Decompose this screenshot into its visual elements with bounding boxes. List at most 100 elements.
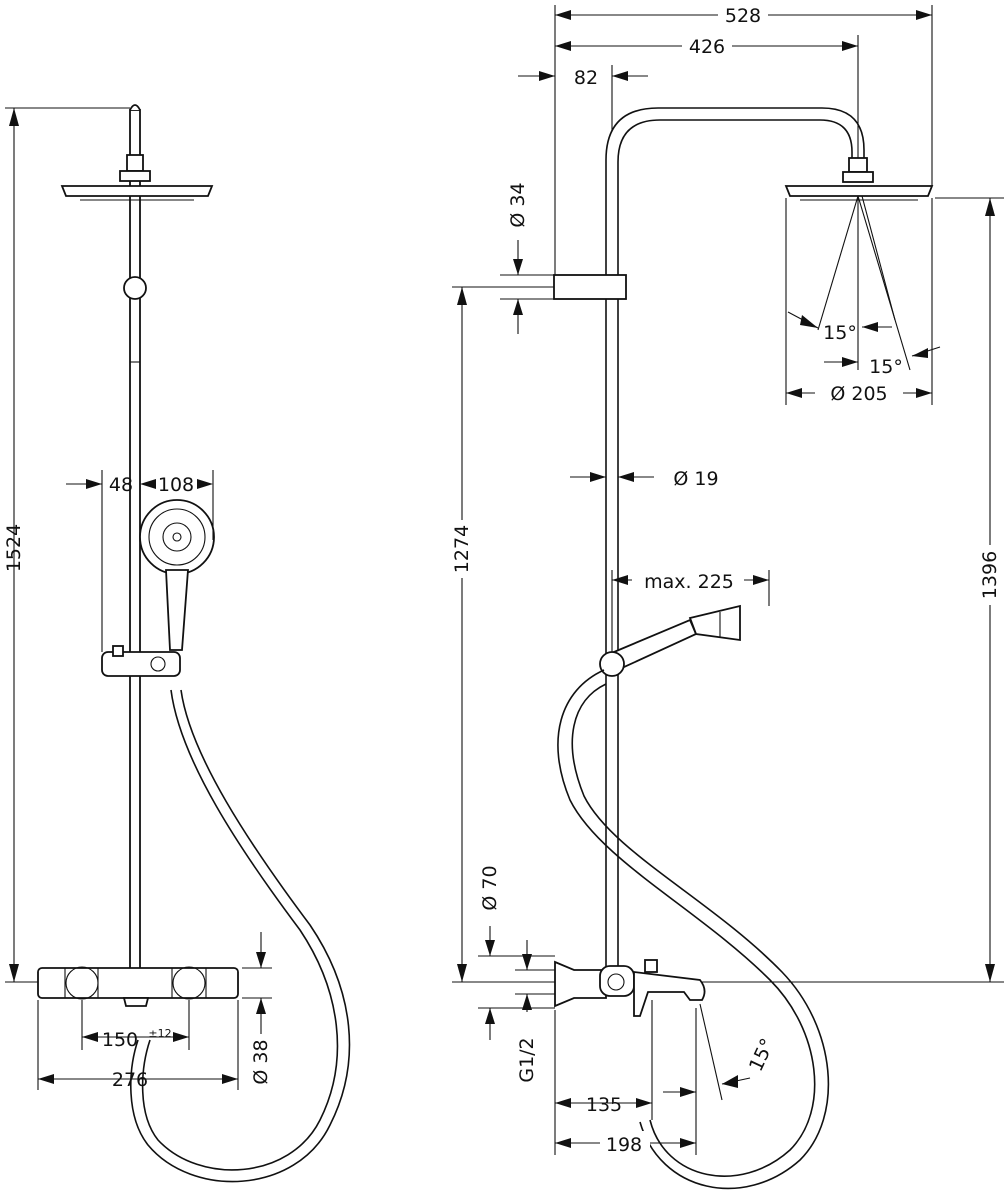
dim-48: 48 [109, 474, 133, 496]
side-hose-outer [557, 669, 816, 1177]
arrow-1274-bottom [457, 964, 467, 982]
dim-1396: 1396 [979, 551, 1001, 599]
holder-knob [150, 656, 166, 672]
diverter-knob [644, 959, 658, 973]
arrow-108-left [140, 479, 156, 489]
dim-426: 426 [689, 36, 725, 58]
dim-528: 528 [725, 5, 761, 27]
arrow-34-top [513, 259, 523, 275]
dim-1524: 1524 [3, 524, 25, 572]
dim-spout-angle: 15° [745, 1035, 779, 1075]
arrow-spout-angle [722, 1075, 738, 1088]
angle-15-right: 15° [869, 356, 903, 378]
arrow-276-left [38, 1074, 54, 1084]
hose-inner [130, 689, 351, 1183]
right-handle [172, 966, 206, 1000]
dim-70: Ø 70 [479, 865, 501, 910]
dim-150-tolerance: ±12 [148, 1027, 171, 1040]
arrow-1396-bottom [985, 964, 995, 982]
spout-angle-leader [721, 1077, 751, 1085]
spout [122, 997, 150, 1007]
head-nut [119, 170, 151, 182]
arrow-spout-tip [680, 1087, 696, 1097]
arrow-225-right [753, 575, 769, 585]
arrow-108-right [197, 479, 213, 489]
hand-shower-face [139, 499, 215, 575]
dim-205-bg [815, 380, 903, 404]
arrow-528-left [555, 10, 571, 20]
rod-joint [123, 276, 147, 300]
side-holder-joint [599, 651, 625, 677]
dim-19: Ø 19 [673, 468, 718, 490]
arrow-528-right [916, 10, 932, 20]
side-hand-shower-head [688, 604, 741, 642]
arrow-38-top [256, 952, 266, 968]
holder-button [112, 645, 124, 657]
front-view: 1524 48 108 Ø 38 150 ±12 276 [3, 104, 351, 1183]
arrow-135-left [555, 1098, 571, 1108]
arrow-angle-left [800, 315, 818, 328]
side-head-connector [848, 157, 868, 173]
hose-outer [141, 689, 339, 1171]
arrow-82-left [539, 71, 555, 81]
thermostat-body [37, 967, 239, 999]
dim-225: max. 225 [644, 571, 734, 593]
arrow-426-right [842, 41, 858, 51]
side-hand-shower-handle [612, 618, 698, 670]
dim-276: 276 [112, 1069, 148, 1091]
hand-shower-handle [165, 569, 189, 651]
arrow-70-bottom [485, 1008, 495, 1024]
dim-38: Ø 38 [250, 1039, 272, 1084]
arrow-150-right [173, 1032, 189, 1042]
mixer-side-knob [607, 973, 625, 991]
arrow-198-left [555, 1138, 571, 1148]
side-view: 15° 15° Ø 205 528 426 82 [450, 4, 1004, 1190]
dim-1396-bg [978, 545, 1002, 605]
side-head-nut [842, 171, 874, 183]
dim-198: 198 [606, 1134, 642, 1156]
rod-top [129, 104, 141, 111]
head-connector [126, 154, 144, 172]
arrow-205-left [786, 388, 802, 398]
arrow-70-top [485, 940, 495, 956]
angle-15-left: 15° [823, 322, 857, 344]
dim-g12: G1/2 [516, 1037, 538, 1082]
arrow-135-right [636, 1098, 652, 1108]
dim-528-bg [718, 4, 768, 26]
arrow-150-left [82, 1032, 98, 1042]
wall-rosette-side [554, 960, 607, 1008]
hand-shower-hub [172, 532, 182, 542]
dim-135: 135 [586, 1094, 622, 1116]
arrow-225-left [612, 575, 628, 585]
arrow-g12-bottom [522, 994, 532, 1010]
dim-82: 82 [574, 67, 598, 89]
left-handle [65, 966, 99, 1000]
dim-150: 150 [102, 1029, 138, 1051]
dim-1274: 1274 [451, 525, 473, 573]
hand-shower-ring [148, 508, 206, 566]
dim-1274-bg [450, 520, 474, 578]
hand-shower-center [162, 522, 192, 552]
mixer-side-body [599, 965, 635, 997]
cone-inner [861, 195, 896, 321]
arrow-1274-top [457, 287, 467, 305]
arrow-g12-top [522, 954, 532, 970]
arrow-1524-bottom [9, 964, 19, 982]
side-hose-inner [571, 683, 830, 1190]
arrow-38-bottom [256, 998, 266, 1014]
side-overhead-head [784, 185, 934, 197]
arrow-426-left [555, 41, 571, 51]
arrow-1524-top [9, 108, 19, 126]
riser-rod [129, 109, 141, 981]
riser-inner [617, 119, 853, 975]
dim-225-bg [632, 568, 744, 592]
cone-left [817, 195, 859, 331]
riser-outer [605, 107, 865, 975]
arrow-82-right [612, 71, 628, 81]
angle-left-leader [787, 311, 819, 329]
cone-right [857, 195, 911, 371]
overhead-shower-head [60, 185, 214, 197]
arrow-1396-top [985, 198, 995, 216]
dim-198-bg [600, 1131, 650, 1155]
